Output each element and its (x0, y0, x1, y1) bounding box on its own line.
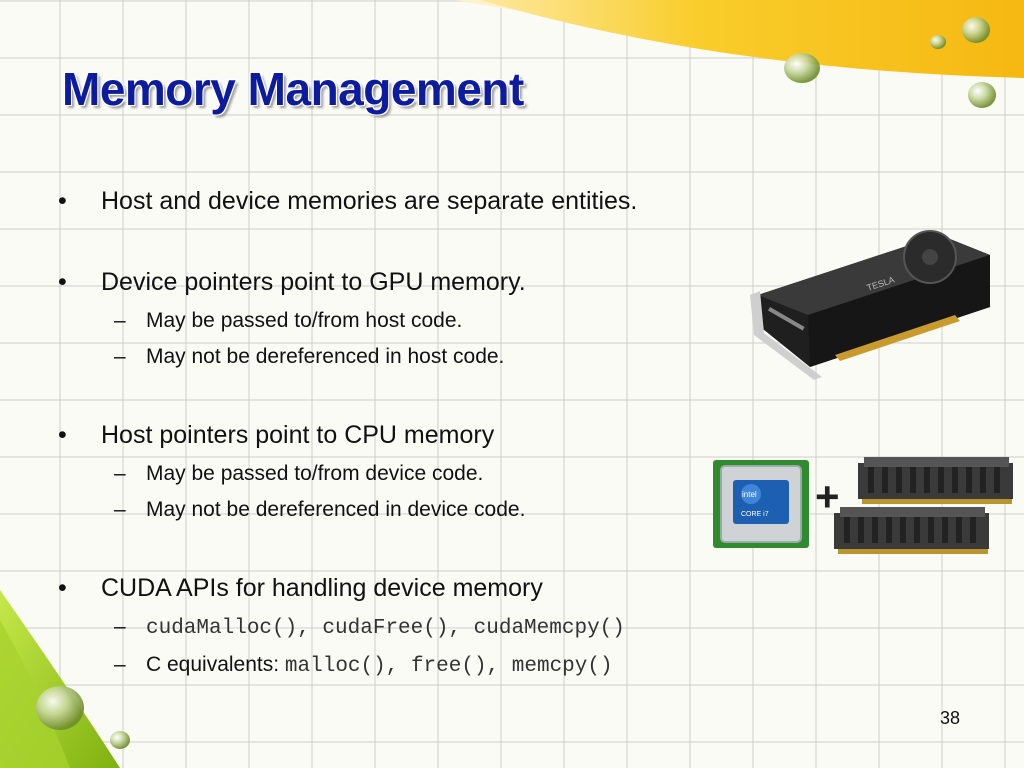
page-number: 38 (940, 708, 961, 728)
water-drop-icon (962, 17, 990, 43)
sub-bullet-item: –C equivalents: malloc(), free(), memcpy… (114, 653, 613, 678)
water-drop-icon (784, 53, 820, 83)
sub-bullet-item: –cudaMalloc(), cudaFree(), cudaMemcpy() (114, 615, 625, 640)
svg-text:intel: intel (742, 490, 757, 499)
bullet-item: Device pointers point to GPU memory. (58, 266, 758, 298)
ram-module-icon (834, 507, 989, 554)
ram-module-icon (858, 457, 1013, 504)
bullet-item: CUDA APIs for handling device memory (58, 572, 758, 604)
water-drop-icon (968, 82, 996, 108)
slide-title: Memory Management (62, 63, 524, 115)
water-drop-icon (110, 731, 130, 749)
sub-bullet-item: –May be passed to/from host code. (114, 309, 463, 332)
svg-text:CORE i7: CORE i7 (741, 511, 769, 518)
bullet-item: Host pointers point to CPU memory (58, 419, 758, 451)
sub-bullet-item: –May be passed to/from device code. (114, 462, 484, 485)
bullet-list: Host and device memories are separate en… (58, 185, 758, 680)
code-text: cudaMalloc(), cudaFree(), cudaMemcpy() (146, 617, 625, 640)
sub-bullet-item: –May not be dereferenced in device code. (114, 498, 526, 521)
sub-bullet-item: –May not be dereferenced in host code. (114, 345, 505, 368)
code-text: malloc(), free(), memcpy() (284, 655, 613, 678)
water-drop-icon (930, 35, 946, 49)
cpu-chip-icon: intel CORE i7 (713, 460, 809, 548)
bullet-item: Host and device memories are separate en… (58, 185, 758, 217)
gpu-card-icon: TESLA (750, 230, 990, 380)
plus-sign: + (815, 473, 840, 520)
water-drop-icon (36, 686, 84, 730)
